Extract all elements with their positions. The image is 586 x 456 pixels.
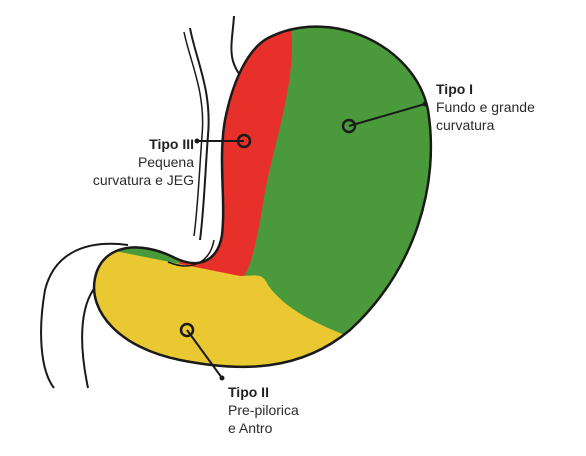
- esophagus-line-inner-2: [183, 31, 204, 237]
- label-tipo-iii-title: Tipo III: [149, 136, 194, 152]
- label-tipo-ii-title: Tipo II: [228, 384, 269, 400]
- tipo-iii-marker: [194, 133, 252, 149]
- label-tipo-iii: Tipo III Pequena curvatura e JEG: [50, 135, 194, 189]
- label-tipo-i-line-1: Fundo e grande: [436, 99, 535, 115]
- label-tipo-iii-line-1: Pequena: [137, 154, 194, 170]
- tipo-ii-marker: [179, 322, 225, 381]
- duodenum-line-upper: [40, 242, 129, 389]
- esophagus-line-inner: [189, 27, 210, 241]
- label-tipo-ii: Tipo II Pre-pilorica e Antro: [228, 383, 299, 437]
- label-tipo-ii-line-2: e Antro: [228, 420, 273, 436]
- lesser-curvature-line: [167, 239, 215, 267]
- label-tipo-ii-line-1: Pre-pilorica: [228, 402, 299, 418]
- stomach-outline: [92, 25, 433, 369]
- label-tipo-i: Tipo I Fundo e grande curvatura: [436, 80, 535, 134]
- label-tipo-i-line-2: curvatura: [436, 117, 495, 133]
- label-tipo-iii-line-2: curvatura e JEG: [92, 172, 194, 188]
- tipo-i-marker: [341, 101, 428, 134]
- region-tipo-ii-fill: [94, 240, 345, 367]
- label-tipo-i-title: Tipo I: [436, 81, 474, 97]
